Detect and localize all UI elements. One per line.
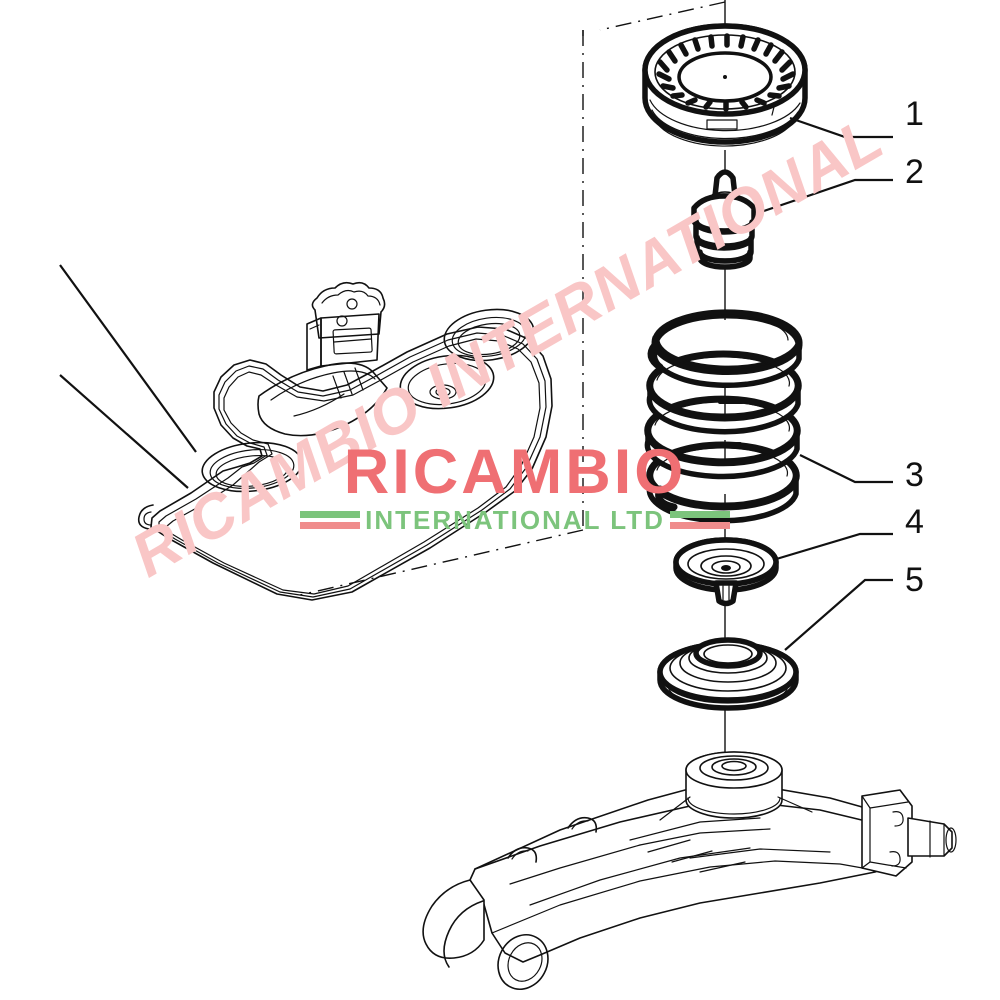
- leader-bracket-upper: [59, 264, 197, 453]
- leader-3: [799, 454, 893, 484]
- bracket-sensor-block: [306, 281, 386, 371]
- leader-1: [789, 116, 893, 139]
- part-4-spring-seat-upper: [673, 537, 779, 607]
- part-2-bump-stop-rubber: [691, 169, 757, 270]
- leader-2: [751, 178, 893, 217]
- callout-number-1: 1: [905, 95, 924, 133]
- arm-mounting-flange: [861, 789, 957, 877]
- part-7-lower-control-arm: [422, 751, 957, 990]
- leader-bracket-lower: [59, 374, 189, 489]
- leader-4: [772, 532, 893, 562]
- projection-lines: [299, 1, 726, 596]
- part-5-spring-seat-lower-rubber: [657, 637, 799, 711]
- callout-number-3: 3: [905, 456, 924, 494]
- callout-number-2: 2: [905, 153, 924, 191]
- callout-number-5: 5: [905, 561, 924, 599]
- callout-number-4: 4: [905, 503, 924, 541]
- leader-lines: [59, 116, 893, 651]
- part-3-coil-spring: [644, 309, 803, 524]
- leader-5: [784, 578, 893, 651]
- arm-spring-tower: [659, 751, 813, 821]
- part-6-suspension-bracket-plate: [137, 281, 553, 601]
- spline-teeth: [654, 33, 796, 112]
- part-1-upper-strut-mount-bearing: [642, 23, 808, 147]
